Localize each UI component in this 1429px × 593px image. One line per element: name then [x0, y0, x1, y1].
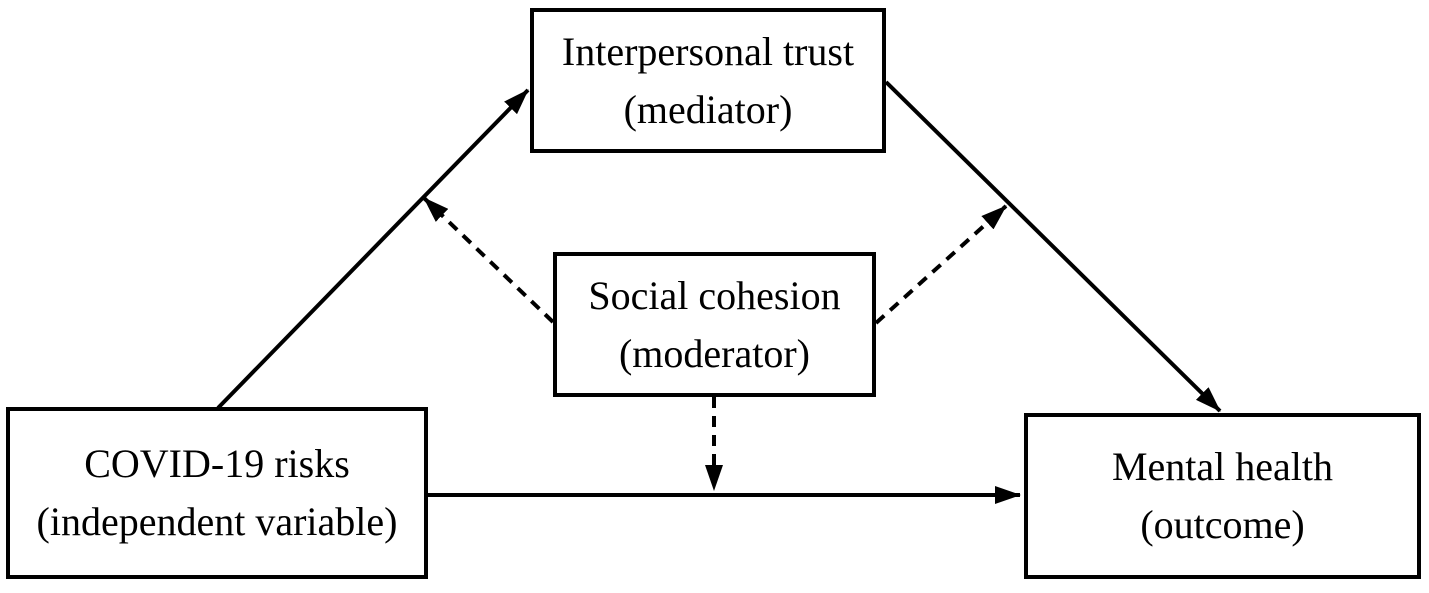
dashed-arrow-moderator-to-mediation-path-right: [874, 204, 1008, 325]
node-independent-subtitle: (independent variable): [36, 499, 398, 544]
dashed-arrow-moderator-to-mediation-path-left: [422, 196, 555, 324]
node-moderator-title: Social cohesion: [588, 272, 841, 318]
node-moderator-subtitle: (moderator): [618, 330, 810, 376]
arrow-mediator-to-outcome: [884, 80, 1222, 413]
node-mediator-subtitle: (mediator): [623, 86, 793, 132]
arrow-independent-to-mediator: [216, 88, 530, 410]
node-moderator: Social cohesion (moderator): [553, 252, 876, 397]
node-outcome-subtitle: (outcome): [1140, 502, 1305, 547]
node-independent-title: COVID-19 risks: [84, 441, 350, 486]
node-outcome: Mental health (outcome): [1024, 413, 1421, 579]
node-independent: COVID-19 risks (independent variable): [6, 407, 428, 579]
node-mediator: Interpersonal trust (mediator): [530, 8, 886, 153]
node-outcome-title: Mental health: [1111, 444, 1334, 489]
node-mediator-title: Interpersonal trust: [561, 28, 855, 74]
